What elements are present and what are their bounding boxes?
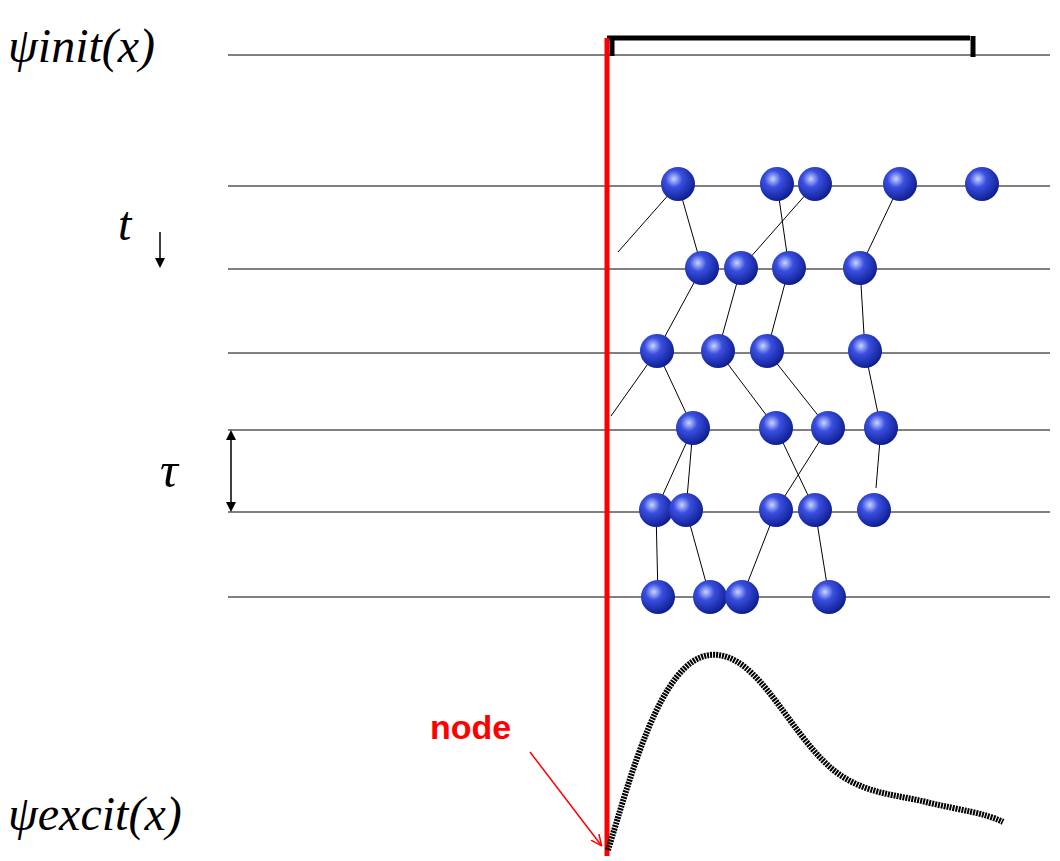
- time-arrow: [159, 232, 161, 266]
- walkers: [639, 167, 999, 614]
- time-slice-lines: [228, 55, 1050, 597]
- node-leader: [530, 752, 601, 845]
- wavefunction-label: ψinit(x): [8, 22, 155, 70]
- timestep-label: τ: [160, 445, 178, 495]
- time-label: t: [118, 200, 131, 248]
- tau-arrow: [230, 432, 232, 470]
- node-label: node: [430, 710, 511, 744]
- wavefunction-label: ψexcit(x): [8, 790, 182, 838]
- excited-wavefunction: [608, 655, 1003, 850]
- initial-wavefunction: [607, 36, 973, 57]
- tau-arrow: [230, 470, 232, 510]
- node-line: [605, 38, 610, 856]
- walker-paths: [611, 184, 900, 597]
